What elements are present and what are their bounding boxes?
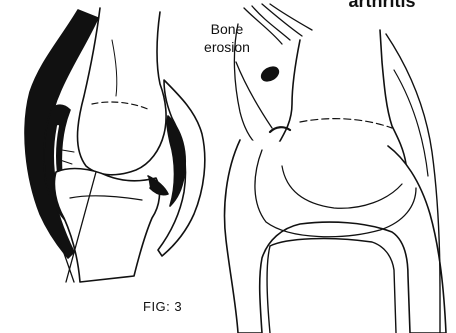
figure-caption: FIG: 3	[143, 299, 182, 314]
figure-title: arthritis	[322, 0, 442, 12]
callout-line-1: Bone	[192, 20, 262, 38]
right-dark-nodule	[259, 64, 281, 83]
left-joint-drawing	[25, 8, 205, 282]
right-lower-shaft	[270, 239, 396, 333]
bone-erosion-callout: Bone erosion	[192, 20, 262, 56]
right-lower-shaft-left	[267, 246, 270, 333]
callout-line-2: erosion	[192, 38, 262, 56]
